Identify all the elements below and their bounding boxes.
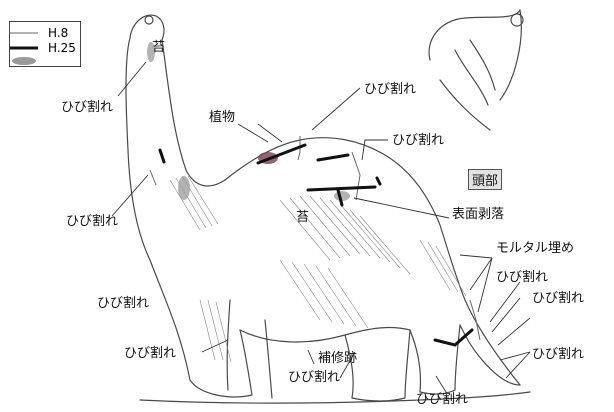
legend-label-h8: H.8 bbox=[48, 26, 68, 40]
label-koke-top: 苔 bbox=[152, 36, 165, 55]
label-crack-tail-3: ひび割れ bbox=[532, 343, 584, 362]
ellipse-icon bbox=[10, 56, 38, 66]
thick-cracks bbox=[160, 145, 472, 345]
eye bbox=[145, 16, 153, 24]
label-crack-chest: ひび割れ bbox=[97, 292, 149, 311]
crack-back-3 bbox=[308, 187, 375, 190]
thick-line-icon bbox=[10, 43, 38, 53]
legend-label-h25: H.25 bbox=[48, 41, 76, 55]
label-crack-belly: ひび割れ bbox=[288, 366, 340, 385]
label-repair-mark: 補修跡 bbox=[318, 347, 357, 366]
label-crack-back-top: ひび割れ bbox=[364, 78, 416, 97]
legend-row-thin: H.8 bbox=[10, 28, 80, 42]
label-crack-neck-upper: ひび割れ bbox=[61, 96, 113, 115]
label-crack-back-right: ひび割れ bbox=[392, 129, 444, 148]
thin-line-icon bbox=[10, 28, 38, 38]
head-detail-outline bbox=[429, 10, 521, 130]
hatch-shading bbox=[170, 176, 466, 362]
crack-back-2 bbox=[318, 155, 348, 160]
label-surface-peeling: 表面剥落 bbox=[452, 203, 504, 222]
label-crack-hind-leg: ひび割れ bbox=[416, 388, 468, 407]
legend: H.8 H.25 bbox=[9, 21, 81, 67]
label-crack-tail-1: ひび割れ bbox=[496, 266, 548, 285]
crack-neck-thick bbox=[160, 150, 164, 162]
label-crack-front-leg: ひび割れ bbox=[124, 342, 176, 361]
head-detail-lines bbox=[455, 40, 495, 105]
legend-row-ellipse bbox=[10, 56, 80, 70]
legend-row-thick: H.25 bbox=[10, 43, 80, 57]
ground-line bbox=[140, 392, 530, 403]
label-mortar-fill: モルタル埋め bbox=[496, 237, 574, 256]
label-crack-tail-2: ひび割れ bbox=[532, 287, 584, 306]
label-plants: 植物 bbox=[209, 106, 235, 125]
moss-neck-lower bbox=[178, 176, 190, 200]
label-koke-body: 苔 bbox=[296, 206, 309, 225]
thin-cracks bbox=[150, 136, 480, 340]
hind-leg-2 bbox=[410, 325, 460, 394]
label-head-section: 頭部 bbox=[468, 169, 502, 190]
crack-back-4 bbox=[377, 178, 380, 184]
label-crack-neck-lower: ひび割れ bbox=[66, 210, 118, 229]
moss-patches bbox=[147, 42, 350, 201]
front-leg bbox=[150, 260, 252, 397]
